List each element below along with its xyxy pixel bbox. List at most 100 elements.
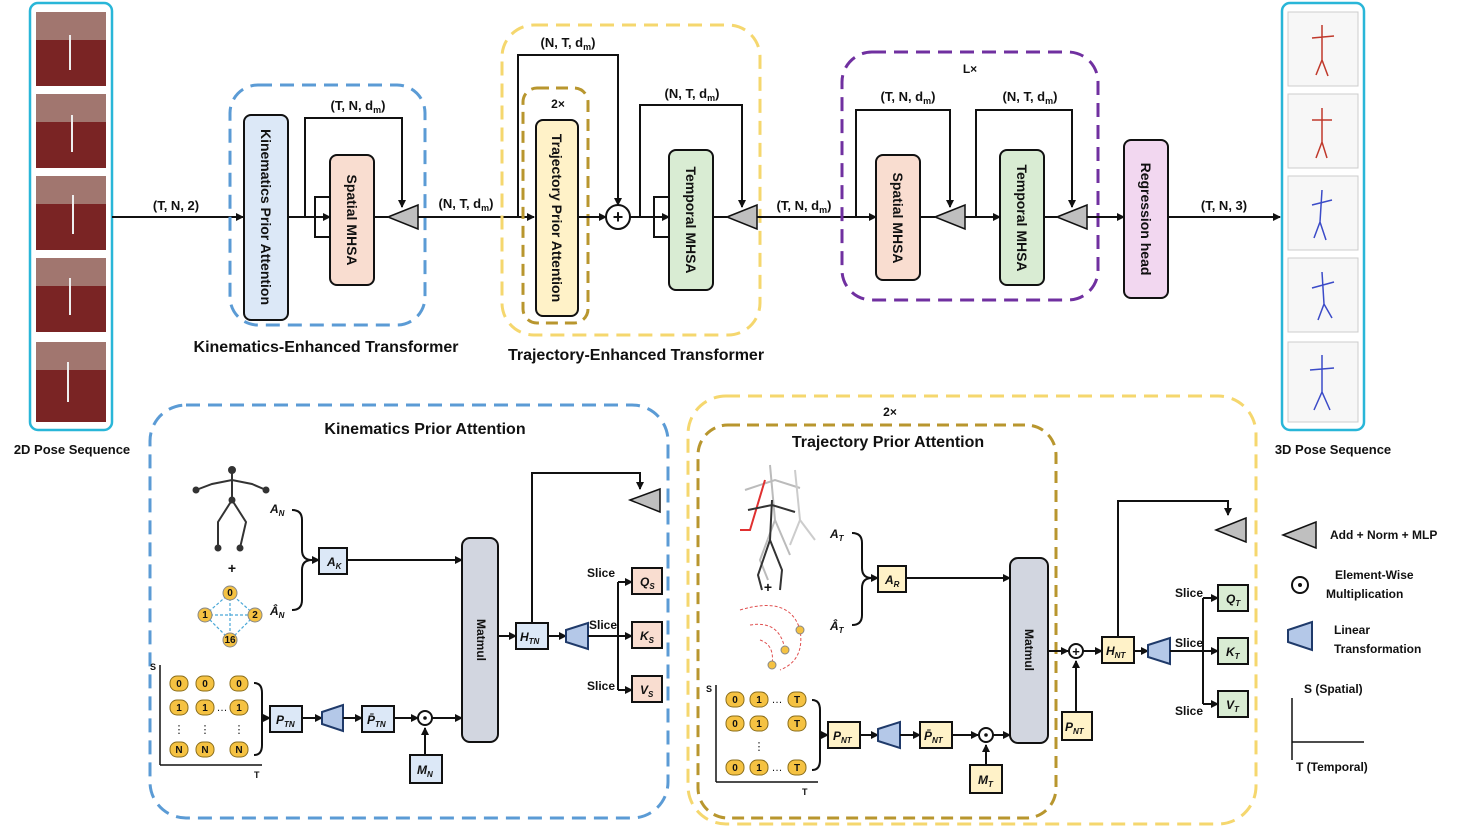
MN-box xyxy=(409,754,443,784)
legend-s-label: S (Spatial) xyxy=(1304,682,1363,696)
legend-add-norm: Add + Norm + MLP xyxy=(1330,528,1437,542)
output-frames xyxy=(1287,11,1359,423)
svg-text:…: … xyxy=(772,762,783,774)
svg-text:KS: KS xyxy=(640,629,655,645)
svg-text:KT: KT xyxy=(1226,645,1241,661)
svg-text:1: 1 xyxy=(202,610,208,621)
svg-text:Slice: Slice xyxy=(587,566,615,580)
svg-text:+: + xyxy=(764,579,772,595)
svg-text:0: 0 xyxy=(176,679,182,690)
dim-stack-skip1: (T, N, dm) xyxy=(881,89,936,106)
VT-box xyxy=(1217,690,1249,718)
svg-text:⋮: ⋮ xyxy=(200,724,211,736)
KT-box xyxy=(1217,637,1249,665)
tpa-detail-repeat: 2× xyxy=(883,405,897,419)
temporal-mhsa-1-label: Temporal MHSA xyxy=(683,166,699,273)
svg-text:0: 0 xyxy=(732,719,738,730)
svg-text:VS: VS xyxy=(640,683,654,699)
HNT-box xyxy=(1101,636,1135,664)
sym-MN: MN xyxy=(417,763,433,779)
add-norm-mlp-2 xyxy=(724,203,758,231)
dim-tet-inner: (N, T, dm) xyxy=(665,86,720,103)
dim-tet-skip: (N, T, dm) xyxy=(541,35,596,52)
dim-ket-out: (N, T, dm) xyxy=(439,196,494,213)
input-caption: 2D Pose Sequence xyxy=(14,442,130,457)
legend-t-label: T (Temporal) xyxy=(1296,760,1368,774)
spatial-mhsa-1-label: Spatial MHSA xyxy=(344,174,360,265)
dim-stack-skip2: (N, T, dm) xyxy=(1003,89,1058,106)
svg-text:0: 0 xyxy=(202,679,208,690)
output-sequence: 3D Pose Sequence xyxy=(1275,1,1391,457)
svg-text:N: N xyxy=(201,745,208,756)
svg-text:T: T xyxy=(794,763,800,774)
dim-ket-skip: (T, N, dm) xyxy=(331,98,386,115)
output-caption: 3D Pose Sequence xyxy=(1275,442,1391,457)
temporal-mhsa-1[interactable] xyxy=(668,149,714,291)
dim-tn2: (T, N, 2) xyxy=(153,198,199,213)
trajectory-graph-icon xyxy=(739,605,805,671)
svg-text:0: 0 xyxy=(732,763,738,774)
regression-head[interactable] xyxy=(1123,139,1169,299)
linear-transform-2 xyxy=(565,621,589,651)
tpa-module-label: Trajectory Prior Attention xyxy=(549,134,565,302)
output-skeletons xyxy=(1309,25,1335,411)
tpa-repeat-label: 2× xyxy=(551,97,565,111)
sym-AK: AK xyxy=(326,555,343,571)
legend-add-norm-icon xyxy=(1280,520,1317,550)
svg-text:…: … xyxy=(217,702,228,714)
kpa-detail-title: Kinematics Prior Attention xyxy=(324,421,525,438)
sym-PNT-bar: P̄NT xyxy=(924,729,944,745)
svg-text:N: N xyxy=(235,745,242,756)
add-norm-mlp-kpa xyxy=(627,487,661,514)
svg-text:1: 1 xyxy=(756,695,762,706)
sym-PNT-2: PNT xyxy=(1065,720,1085,736)
tet-title: Trajectory-Enhanced Transformer xyxy=(508,347,764,364)
matmul-tpa-label: Matmul xyxy=(1022,629,1036,671)
svg-text:+: + xyxy=(228,560,236,576)
svg-text:⋮: ⋮ xyxy=(754,741,765,753)
joint-graph-icon: 0 1 2 16 xyxy=(197,585,263,648)
dim-tn3: (T, N, 3) xyxy=(1201,198,1247,213)
svg-text:VT: VT xyxy=(1226,698,1240,714)
trajectory-skeleton-icon xyxy=(740,464,816,591)
sym-AN-hat: ÂN xyxy=(269,603,285,620)
linear-transform-3 xyxy=(877,720,901,750)
spatial-mhsa-1[interactable] xyxy=(329,154,375,286)
legend-multiplication: Multiplication xyxy=(1326,587,1403,601)
stacked-block xyxy=(840,50,1100,302)
svg-text:S: S xyxy=(150,662,156,672)
svg-text:1: 1 xyxy=(176,703,182,714)
svg-text:Slice: Slice xyxy=(1175,704,1203,718)
svg-text:QS: QS xyxy=(640,575,655,591)
svg-text:+: + xyxy=(1072,644,1080,659)
svg-text:T: T xyxy=(794,719,800,730)
svg-text:16: 16 xyxy=(224,635,236,646)
matmul-kpa[interactable] xyxy=(461,537,499,743)
svg-text:T: T xyxy=(802,787,808,797)
legend: Add + Norm + MLP Element-Wise Multiplica… xyxy=(1280,520,1437,774)
svg-text:2: 2 xyxy=(252,610,258,621)
add-norm-mlp-3 xyxy=(932,203,966,231)
PTN-box xyxy=(269,705,303,733)
svg-text:⋮: ⋮ xyxy=(234,724,245,736)
legend-linear-icon xyxy=(1287,620,1313,652)
regression-head-label: Regression head xyxy=(1138,163,1154,276)
kpa-index-grid: S T 0 0 0 1 1 1 N N N ⋮ ⋮ ⋮ … xyxy=(150,662,262,780)
KS-box xyxy=(631,621,663,649)
svg-text:Slice: Slice xyxy=(587,679,615,693)
svg-text:QT: QT xyxy=(1226,592,1241,608)
svg-text:1: 1 xyxy=(756,719,762,730)
legend-transformation: Transformation xyxy=(1334,642,1421,656)
linear-transform-4 xyxy=(1147,636,1171,666)
PNT-box xyxy=(827,721,861,749)
svg-text:Slice: Slice xyxy=(1175,586,1203,600)
linear-transform-1 xyxy=(321,703,344,733)
ket-block xyxy=(228,83,427,327)
temporal-mhsa-2-label: Temporal MHSA xyxy=(1014,164,1030,271)
svg-text:T: T xyxy=(254,770,260,780)
svg-text:S: S xyxy=(706,684,712,694)
tpa-detail-outer xyxy=(686,394,1258,826)
sym-AR: AR xyxy=(884,573,900,589)
svg-text:+: + xyxy=(613,207,624,227)
svg-text:Slice: Slice xyxy=(589,618,617,632)
